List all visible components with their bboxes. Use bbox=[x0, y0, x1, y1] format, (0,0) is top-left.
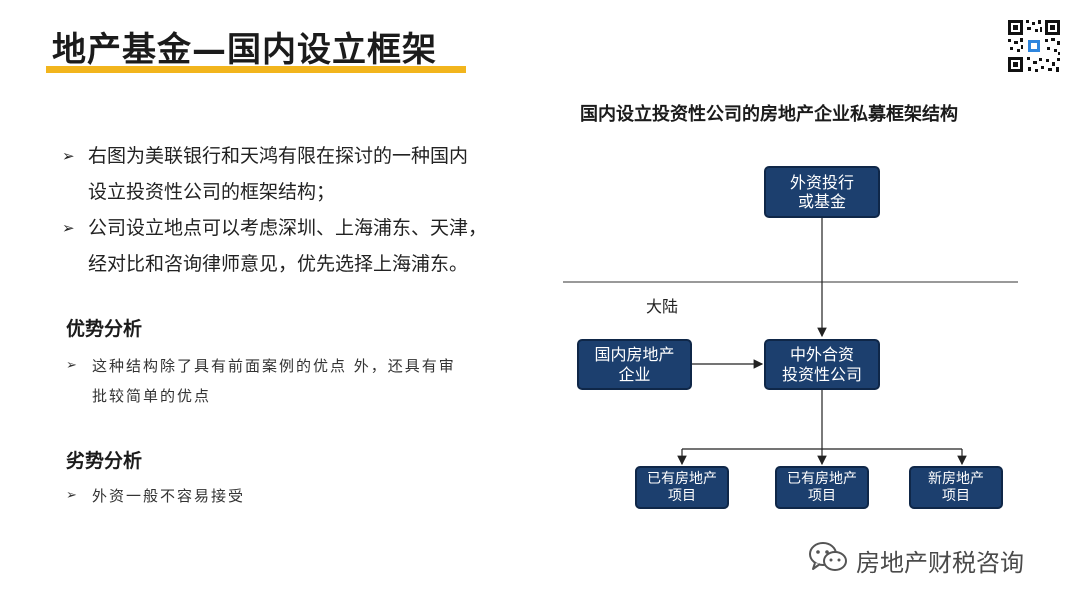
box-label: 国内房地产 bbox=[594, 345, 675, 365]
advantages-heading: 优势分析 bbox=[66, 318, 143, 340]
intro-bullet-list: ➢ 右图为美联银行和天鸿有限在探讨的一种国内 设立投资性公司的框架结构； ➢ 公… bbox=[62, 138, 522, 282]
box-label: 外资投行 bbox=[789, 172, 854, 192]
disadvantages-line: 外资一般不容易接受 bbox=[92, 487, 246, 505]
bullet-arrow-icon: ➢ bbox=[62, 219, 75, 237]
diagram-title: 国内设立投资性公司的房地产企业私募框架结构 bbox=[580, 104, 958, 125]
wechat-icon bbox=[808, 540, 848, 580]
box-label: 项目 bbox=[808, 487, 836, 504]
watermark-text: 房地产财税咨询 bbox=[856, 548, 1024, 577]
bullet-line: 右图为美联银行和天鸿有限在探讨的一种国内 bbox=[88, 145, 469, 167]
jv-investment-company-box: 中外合资 投资性公司 bbox=[764, 339, 880, 390]
advantages-item: ➢ 这种结构除了具有前面案例的优点 外，还具有审 批较简单的优点 bbox=[66, 351, 522, 411]
box-label: 或基金 bbox=[797, 192, 846, 211]
box-label: 项目 bbox=[668, 487, 696, 504]
bullet-arrow-icon: ➢ bbox=[66, 488, 79, 503]
project-box-existing-2: 已有房地产 项目 bbox=[775, 466, 869, 509]
qr-code-icon bbox=[1005, 17, 1063, 75]
foreign-investor-box: 外资投行 或基金 bbox=[764, 166, 880, 218]
box-label: 已有房地产 bbox=[647, 470, 717, 487]
bullet-line: 经对比和咨询律师意见，优先选择上海浦东。 bbox=[88, 253, 469, 275]
domestic-developer-box: 国内房地产 企业 bbox=[577, 339, 692, 390]
project-box-existing-1: 已有房地产 项目 bbox=[635, 466, 729, 509]
bullet-item: ➢ 公司设立地点可以考虑深圳、上海浦东、天津， 经对比和咨询律师意见，优先选择上… bbox=[62, 210, 522, 282]
advantages-line: 批较简单的优点 bbox=[92, 387, 212, 405]
disadvantages-item: ➢ 外资一般不容易接受 bbox=[66, 481, 522, 511]
bullet-line: 公司设立地点可以考虑深圳、上海浦东、天津， bbox=[88, 217, 488, 239]
advantages-line: 这种结构除了具有前面案例的优点 外，还具有审 bbox=[92, 357, 456, 375]
page-title: 地产基金—国内设立框架 bbox=[52, 30, 437, 70]
box-label: 中外合资 bbox=[789, 345, 854, 365]
box-label: 新房地产 bbox=[928, 470, 984, 487]
bullet-arrow-icon: ➢ bbox=[66, 358, 79, 373]
bullet-item: ➢ 右图为美联银行和天鸿有限在探讨的一种国内 设立投资性公司的框架结构； bbox=[62, 138, 522, 210]
bullet-arrow-icon: ➢ bbox=[62, 147, 75, 165]
box-label: 投资性公司 bbox=[781, 364, 862, 384]
box-label: 企业 bbox=[618, 364, 651, 384]
box-label: 项目 bbox=[942, 487, 970, 504]
watermark: 房地产财税咨询 bbox=[808, 540, 1024, 580]
mainland-label: 大陆 bbox=[646, 297, 679, 316]
project-box-new: 新房地产 项目 bbox=[909, 466, 1003, 509]
bullet-line: 设立投资性公司的框架结构； bbox=[88, 181, 336, 203]
title-underline bbox=[46, 66, 466, 73]
disadvantages-heading: 劣势分析 bbox=[66, 450, 143, 472]
box-label: 已有房地产 bbox=[787, 470, 857, 487]
